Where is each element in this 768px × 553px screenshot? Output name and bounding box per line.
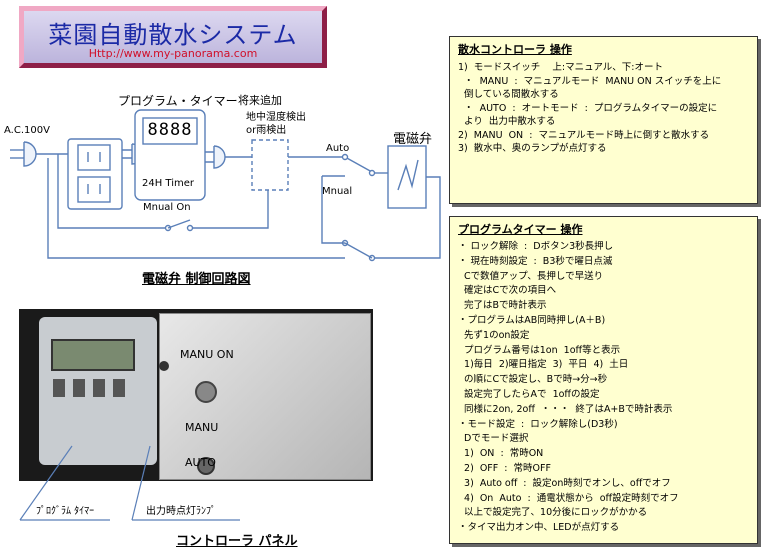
panel2-line: 以上で設定完了、10分後にロックがかかる (458, 507, 648, 519)
panel2-line: 完了はBで時計表示 (458, 300, 547, 312)
panel1-line: より 出力中散水する (458, 116, 556, 127)
panel2-title: プログラムタイマー 操作 (458, 223, 583, 236)
mnual-label: Mnual (322, 186, 353, 197)
lamp-callout-label: 出力時点灯ﾗﾝﾌﾟ (146, 506, 216, 517)
sensor-label-2: or雨検出 (246, 125, 287, 136)
panel-caption: コントローラ パネル (176, 534, 298, 549)
panel2-line: Dでモード選択 (458, 433, 529, 445)
panel2-line: 1)毎日 2)曜日指定 3) 平日 4) 土日 (458, 359, 629, 371)
panel2-line: ・ 現在時刻設定 : B3秒で曜日点滅 (458, 255, 613, 267)
timer-label: 24H Timer (142, 178, 195, 189)
panel2-line: の順にCで設定し、Bで時→分→秒 (458, 374, 608, 386)
panel1-line: 3) 散水中、奥のランプが点灯する (458, 143, 607, 154)
panel2-line: 3) Auto off : 設定on時刻でオンし、offでオフ (458, 477, 671, 489)
panel1-line: 2) MANU ON : マニュアルモード時上に倒すと散水する (458, 129, 710, 141)
panel2-line: Cで数値アップ、長押しで早送り (458, 270, 604, 282)
photo-switch-1 (195, 381, 217, 403)
manu-label: MANU (185, 421, 219, 434)
panel2-line: 4) On Auto : 通電状態から off設定時刻でオフ (458, 492, 679, 504)
program-timer-label: プログラム・タイマー (118, 94, 238, 108)
auto-label: Auto (326, 143, 350, 154)
program-timer-operation-panel: プログラムタイマー 操作 ・ ロック解除 : Dボタン3秒長押し ・ 現在時刻設… (449, 216, 758, 544)
photo-callout-lines (19, 445, 240, 521)
panel1-line: ・ AUTO : オートモード : プログラムタイマーの設定に (458, 102, 718, 114)
panel2-line: 先ず1のon設定 (458, 329, 530, 341)
panel2-line: ・プログラムはAB同時押し(A＋B) (458, 314, 606, 326)
photo-timer-lcd (51, 339, 135, 371)
circuit-diagram (10, 109, 441, 262)
circuit-caption: 電磁弁 制御回路図 (142, 272, 251, 287)
panel2-line: 2) OFF : 常時OFF (458, 462, 551, 474)
manual-on-label: Mnual On (143, 202, 191, 213)
photo-lamp (159, 361, 169, 371)
panel2-line: 確定はCで次の項目へ (458, 285, 557, 297)
valve-box (387, 145, 427, 209)
panel2-line: 同様に2on, 2off ・・・ 終了はA+Bで時計表示 (458, 403, 673, 415)
controller-photo (19, 309, 373, 481)
manu-on-label: MANU ON (180, 348, 234, 361)
photo-timer-buttons (53, 379, 133, 397)
panel2-line: プログラム番号は1on 1off等と表示 (458, 344, 621, 356)
future-add-label: 将来追加 (238, 94, 282, 107)
controller-operation-panel: 散水コントローラ 操作 1) モードスイッチ 上:マニュアル、下:オート ・ M… (449, 36, 758, 204)
ac-label: A.C.100V (4, 125, 50, 136)
panel2-line: ・モード設定 : ロック解除し(D3秒) (458, 418, 618, 430)
panel1-line: 1) モードスイッチ 上:マニュアル、下:オート (458, 62, 663, 73)
valve-label: 電磁弁 (393, 132, 433, 147)
photo-panel (159, 313, 371, 480)
title-banner: 菜園自動散水システム Http://www.my-panorama.com (19, 6, 327, 68)
panel2-line: ・タイマ出力オン中、LEDが点灯する (458, 522, 620, 534)
panel1-title: 散水コントローラ 操作 (458, 43, 572, 56)
timer-callout-label: ﾌﾟﾛｸﾞﾗﾑ ﾀｲﾏｰ (36, 506, 95, 517)
plug-icon (23, 141, 37, 167)
panel2-line: 1) ON : 常時ON (458, 448, 544, 460)
panel1-line: 倒している間散水する (458, 89, 559, 100)
panel2-line: ・ ロック解除 : Dボタン3秒長押し (458, 241, 614, 252)
banner-title: 菜園自動散水システム (48, 21, 298, 49)
photo-switch-2 (197, 457, 215, 475)
sensor-label-1: 地中湿度検出 (246, 112, 306, 123)
timer-display: 8888 (147, 120, 193, 140)
banner-url[interactable]: Http://www.my-panorama.com (88, 47, 258, 60)
panel1-line: ・ MANU : マニュアルモード MANU ON スイッチを上に (458, 75, 722, 87)
sensor-box (251, 139, 289, 191)
auto-photo-label: AUTO (185, 456, 216, 469)
panel2-line: 設定完了したらAで 1offの設定 (458, 388, 600, 400)
